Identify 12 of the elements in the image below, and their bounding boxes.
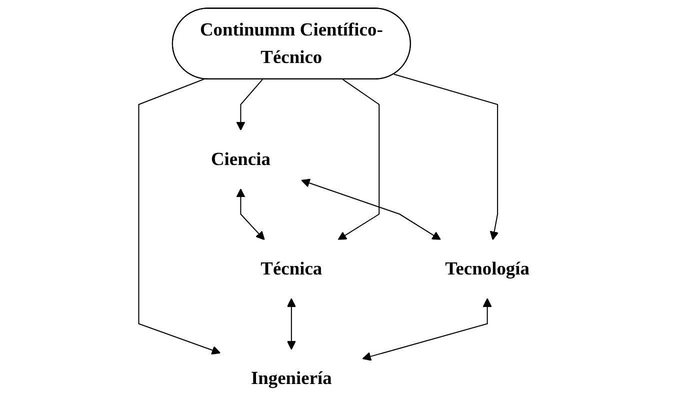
node-text: Técnica — [260, 258, 322, 279]
arrow — [362, 298, 492, 361]
arrow — [138, 78, 221, 355]
arrow — [286, 298, 296, 350]
arrow — [301, 178, 441, 240]
node-text: Ciencia — [210, 148, 270, 170]
arrow — [236, 79, 263, 131]
arrow — [394, 74, 499, 240]
arrow — [338, 78, 380, 240]
node-text: Ingeniería — [250, 368, 332, 388]
arrow — [236, 188, 265, 240]
node-text: Tecnología — [445, 258, 530, 279]
